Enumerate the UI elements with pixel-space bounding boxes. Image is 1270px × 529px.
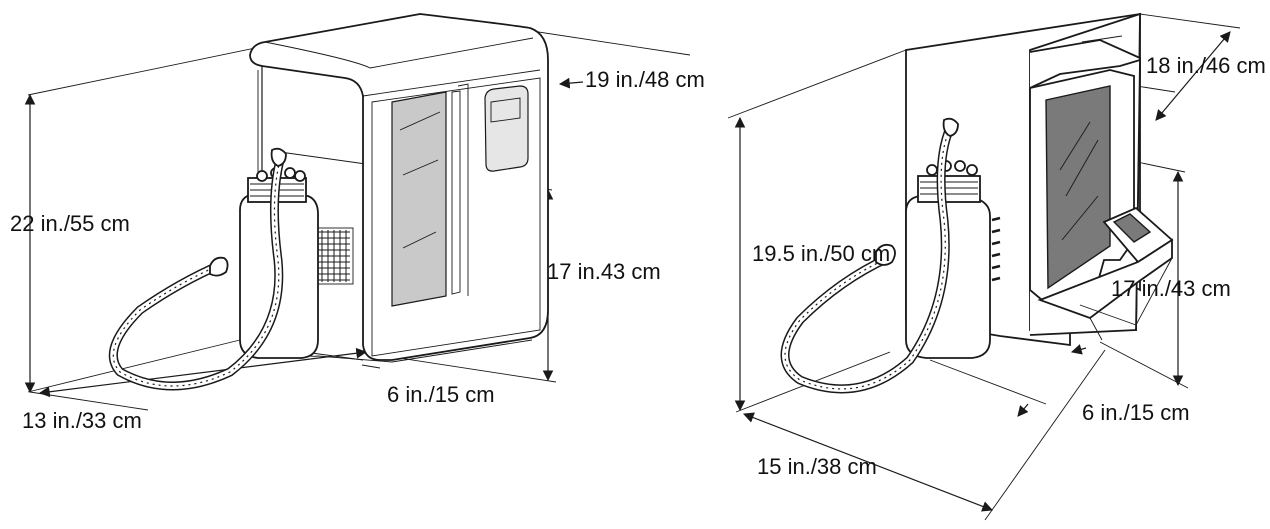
left-vent-grille (314, 227, 354, 285)
right-height-body-label: 17 in./43 cm (1111, 276, 1231, 301)
left-tube (108, 147, 287, 391)
right-screen (1112, 213, 1152, 243)
right-window (1045, 85, 1111, 290)
left-unit: 19 in./48 cm 22 in./55 cm 17 in.43 cm 13… (10, 13, 705, 433)
right-height-total-label: 19.5 in./50 cm (752, 241, 890, 266)
left-width-base-label: 13 in./33 cm (22, 408, 142, 433)
right-depth-top-label: 18 in./46 cm (1146, 53, 1266, 78)
left-screen-panel (484, 85, 529, 172)
right-unit: 18 in./46 cm 19.5 in./50 cm 17 in./43 cm… (727, 12, 1266, 521)
right-base-offset-label: 6 in./15 cm (1082, 400, 1190, 425)
right-width-base-label: 15 in./38 cm (757, 454, 877, 479)
right-tube (780, 117, 959, 394)
left-height-body-label: 17 in.43 cm (547, 259, 661, 284)
left-height-total-label: 22 in./55 cm (10, 211, 130, 236)
left-base-offset-label: 6 in./15 cm (387, 382, 495, 407)
left-depth-top-label: 19 in./48 cm (585, 67, 705, 92)
right-side-vent (991, 216, 1001, 282)
left-window (391, 91, 447, 307)
right-bottle (905, 160, 991, 359)
